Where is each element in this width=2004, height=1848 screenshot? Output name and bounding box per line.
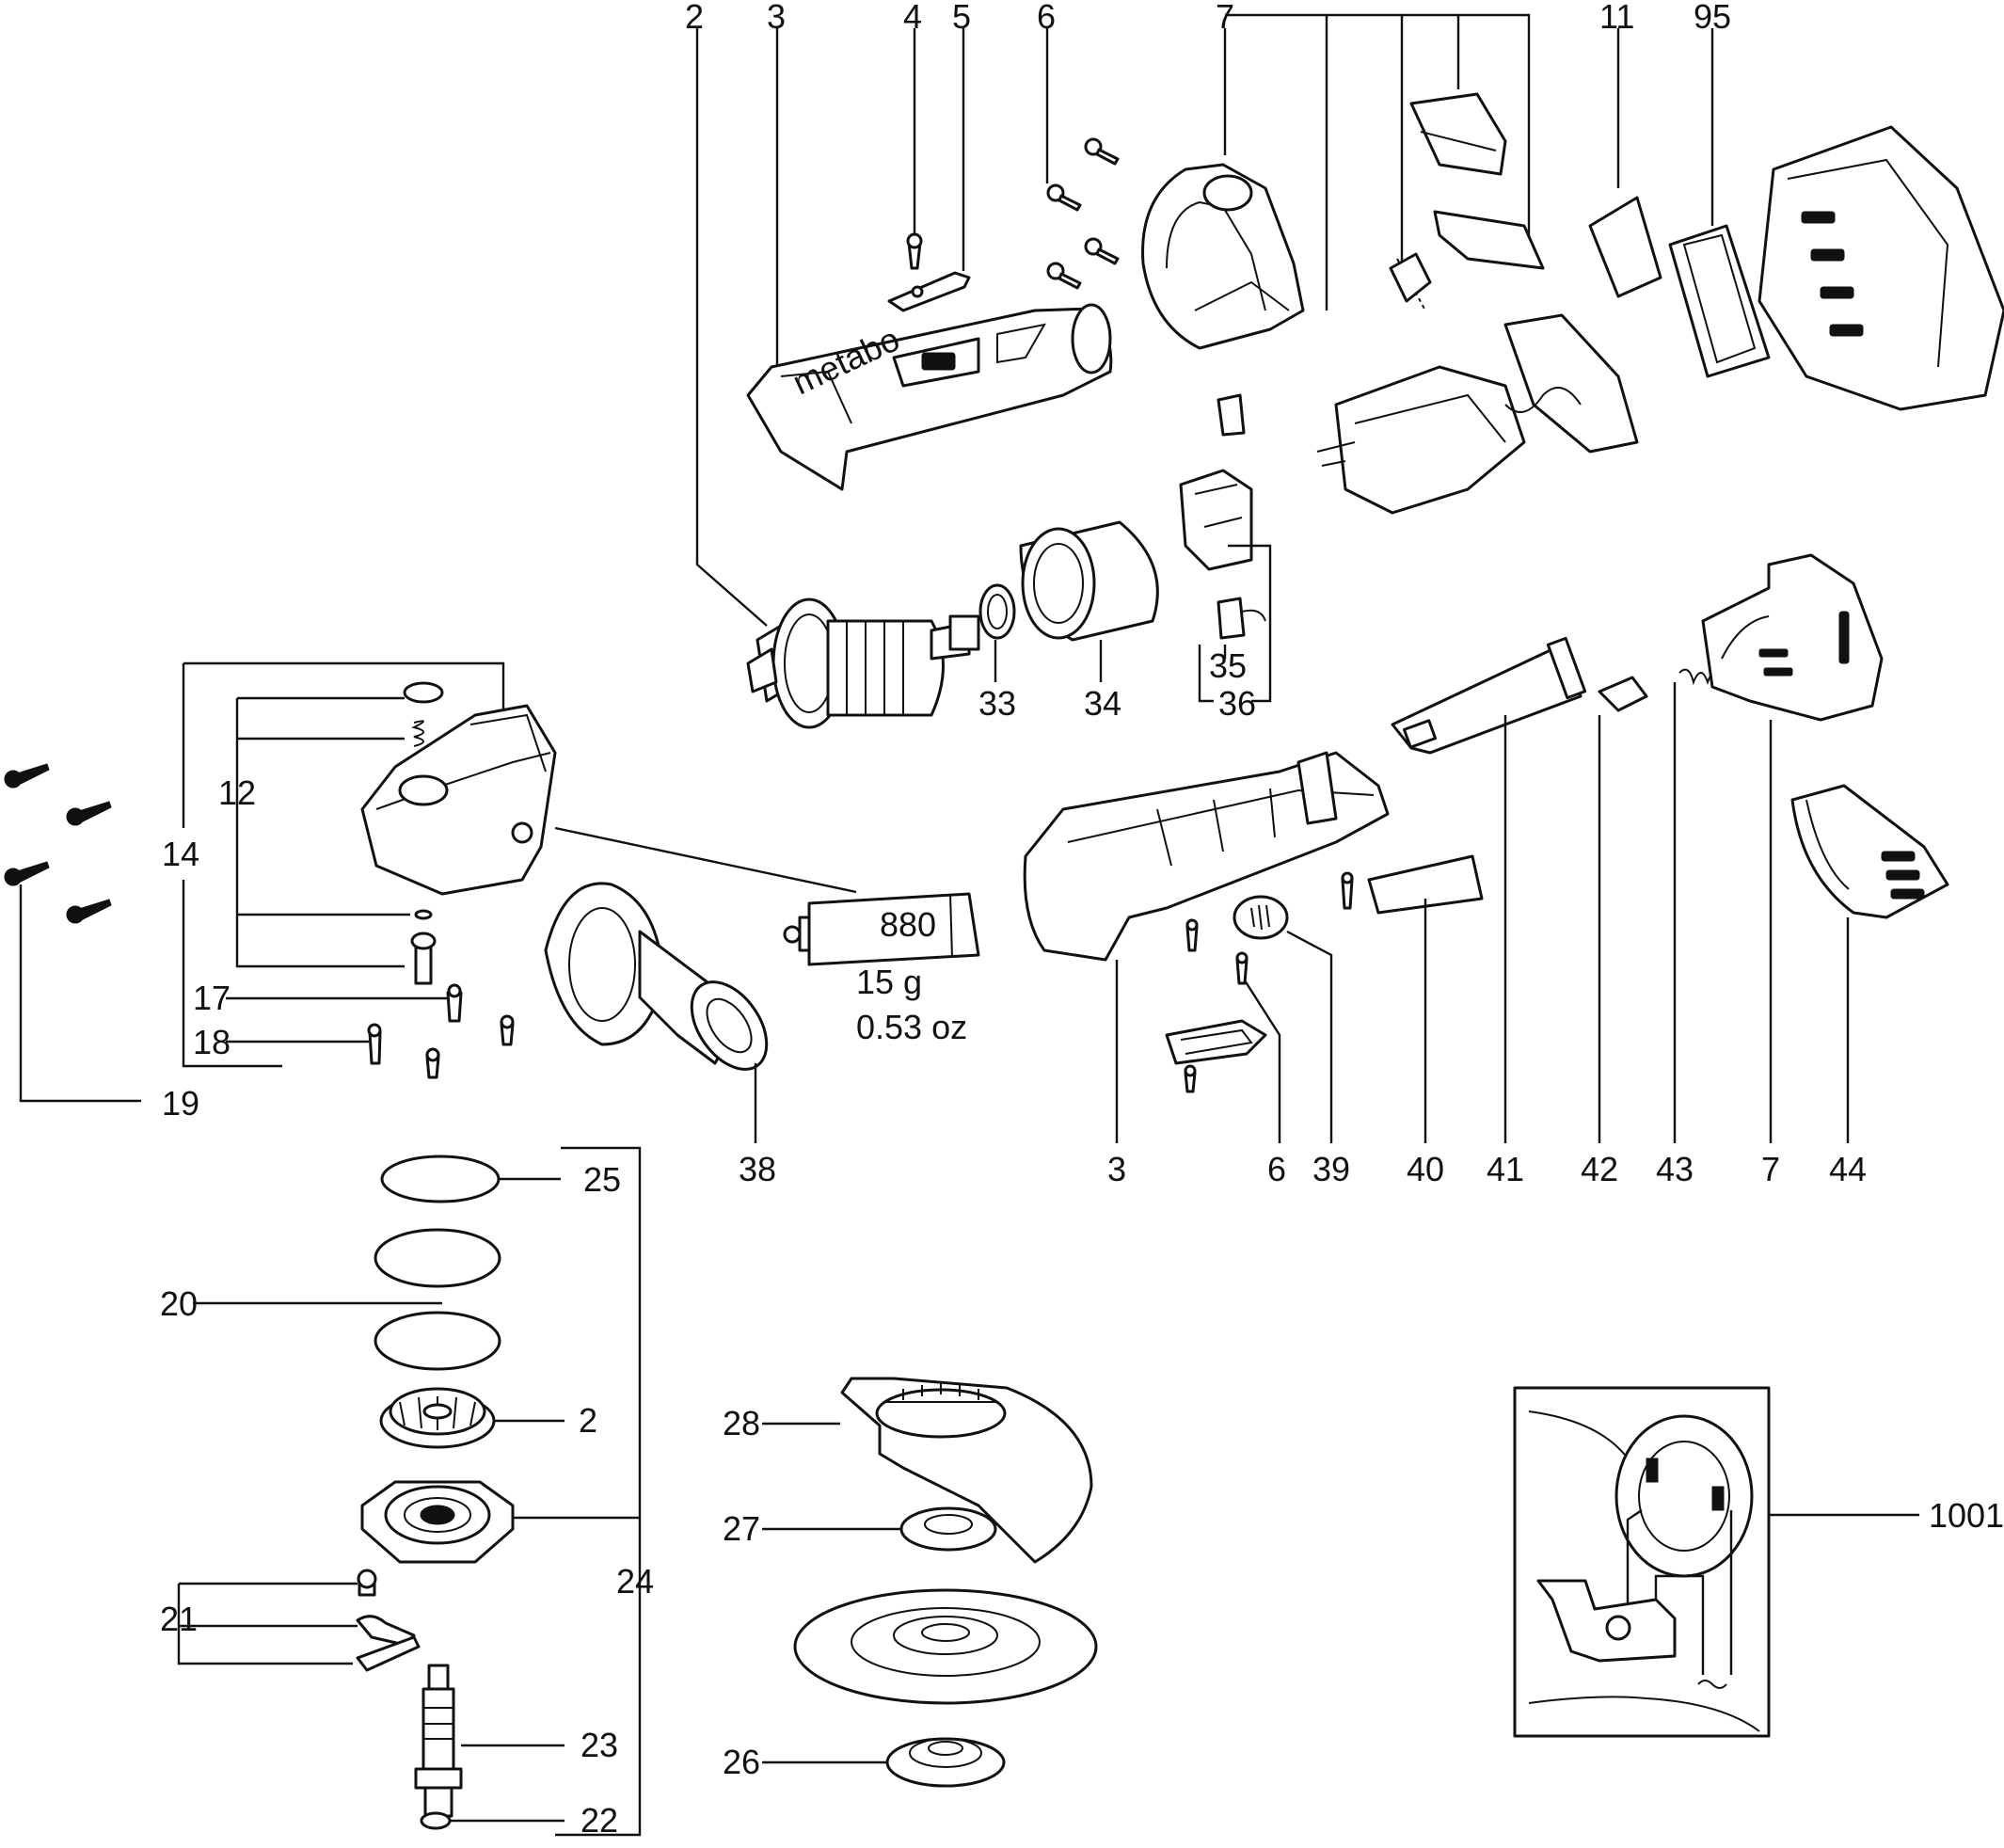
switch-slider-parts (1389, 92, 1545, 311)
o-ring-25 (380, 1155, 561, 1203)
label-12: 12 (218, 773, 256, 812)
housing-screws (1045, 28, 1120, 290)
small-screws (226, 983, 515, 1079)
side-handle (544, 882, 769, 1143)
screw (66, 899, 112, 924)
flange-27 (762, 1506, 997, 1552)
label-33: 33 (978, 684, 1016, 723)
armature-assembly (695, 28, 980, 729)
label-4: 4 (903, 0, 922, 36)
label-2-lower: 2 (579, 1401, 597, 1440)
label-24: 24 (616, 1562, 654, 1601)
label-7-lower: 7 (1761, 1150, 1780, 1188)
label-40: 40 (1407, 1150, 1444, 1188)
grease-tube-code: 880 (880, 905, 936, 944)
label-6-lower: 6 (1267, 1150, 1286, 1188)
washer-22 (420, 1811, 565, 1830)
label-7: 7 (1216, 0, 1234, 36)
brush-holder-parts (1179, 393, 1272, 703)
screw (1084, 237, 1120, 265)
bearing-flange-24 (360, 1480, 515, 1564)
switch-cover-plate (1165, 1019, 1267, 1065)
screw (1084, 137, 1120, 166)
label-and-filter (1588, 28, 1771, 378)
label-6: 6 (1037, 0, 1056, 36)
wheel-guard-28 (762, 1377, 1093, 1564)
label-28: 28 (723, 1404, 760, 1442)
label-43: 43 (1656, 1150, 1694, 1188)
screw (4, 763, 50, 789)
part-labels: 2 3 4 5 6 7 11 95 33 34 35 36 12 14 17 1… (160, 0, 2004, 1840)
lower-motor-housing (1023, 751, 1390, 1143)
label-41: 41 (1487, 1150, 1524, 1188)
label-17: 17 (193, 979, 231, 1017)
label-23: 23 (581, 1726, 618, 1764)
speed-wheel (1233, 895, 1333, 1143)
label-3-lower: 3 (1107, 1150, 1126, 1188)
label-27: 27 (723, 1509, 760, 1548)
grinding-disc (793, 1588, 1098, 1705)
spindle-lock-parts-21 (177, 1569, 421, 1672)
screw (66, 801, 112, 826)
screw (1046, 183, 1082, 212)
rating-label (1367, 854, 1484, 1143)
battery-pack (1757, 125, 2004, 411)
label-95: 95 (1694, 0, 1731, 36)
electronics-module (1316, 313, 1639, 515)
screw-and-plate (887, 28, 971, 312)
gear-head-assembly (182, 661, 557, 1068)
gear-head-screws (4, 763, 141, 1103)
label-42: 42 (1581, 1150, 1618, 1188)
clamping-nut-26 (762, 1737, 1006, 1788)
bearing-and-stator (978, 520, 1159, 682)
rear-housing-cap (1141, 13, 1531, 350)
grease-tube: 880 (554, 826, 980, 966)
gear-assembly-bracket (513, 1146, 642, 1837)
label-20: 20 (160, 1284, 198, 1323)
wiring-diagram-1001 (1513, 1386, 1919, 1738)
label-38: 38 (739, 1150, 776, 1188)
label-36: 36 (1218, 684, 1256, 723)
switch-latch (1598, 676, 1648, 1143)
grease-weight-g: 15 g (856, 963, 922, 1001)
screw (4, 861, 50, 886)
grease-weight-oz: 0.53 oz (856, 1008, 967, 1046)
label-22: 22 (581, 1801, 618, 1840)
label-19: 19 (162, 1084, 199, 1123)
label-5: 5 (952, 0, 971, 36)
label-2: 2 (685, 0, 704, 36)
rear-cover-7 (1701, 553, 1884, 1143)
label-44: 44 (1829, 1150, 1867, 1188)
label-34: 34 (1084, 684, 1121, 723)
upper-motor-housing: metabo (746, 28, 1113, 491)
battery-contact-slots (1801, 211, 1864, 337)
shims-20 (193, 1228, 501, 1371)
label-25: 25 (583, 1160, 621, 1199)
housing-small-screws (1184, 871, 1354, 1143)
switch-spring (1673, 668, 1737, 1143)
label-11: 11 (1599, 0, 1634, 36)
screw (1046, 262, 1082, 290)
label-14: 14 (162, 835, 199, 873)
label-35: 35 (1209, 646, 1247, 685)
label-39: 39 (1312, 1150, 1350, 1188)
label-21: 21 (160, 1600, 198, 1638)
handle-grip-44 (1790, 784, 1949, 1143)
bevel-gear-2 (379, 1387, 565, 1449)
label-18: 18 (193, 1023, 231, 1061)
label-1001: 1001 (1929, 1496, 2004, 1535)
label-26: 26 (723, 1743, 760, 1781)
label-3: 3 (767, 0, 786, 36)
switch-rod (1391, 636, 1587, 1143)
spindle-23 (414, 1664, 565, 1818)
